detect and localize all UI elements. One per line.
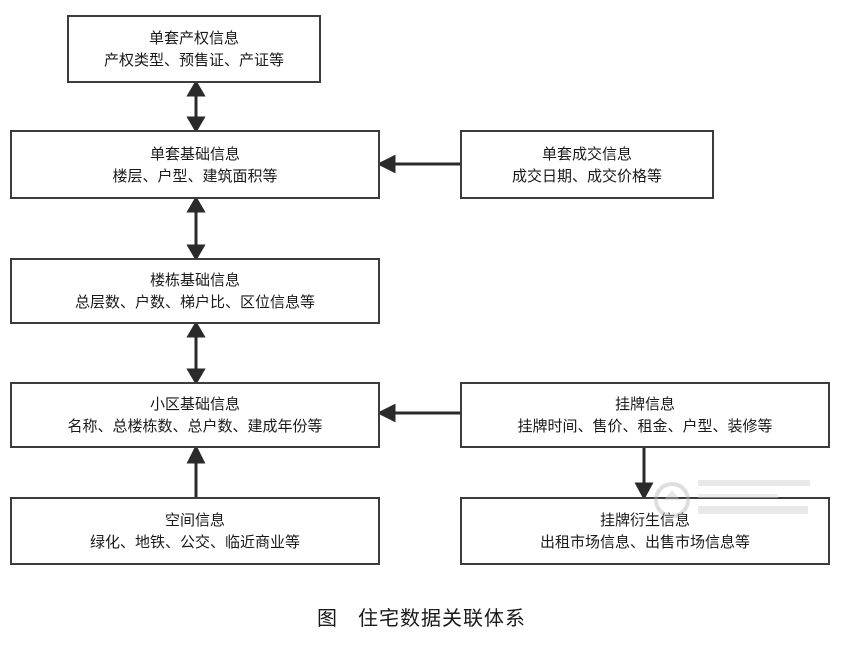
arrowhead-down [186,116,206,133]
node-title: 单套成交信息 [541,144,632,163]
node-title: 单套基础信息 [149,144,240,163]
figure-title: 住宅数据关联体系 [358,606,526,630]
arrowhead-left [376,403,396,423]
node-listing: 挂牌信息 挂牌时间、售价、租金、户型、装修等 [460,382,830,448]
node-title: 空间信息 [164,511,225,529]
node-detail: 产权类型、预售证、产证等 [103,51,284,69]
node-detail: 名称、总楼栋数、总户数、建成年份等 [67,417,323,435]
node-detail: 总层数、户数、梯户比、区位信息等 [74,293,315,311]
arrowhead-down [186,244,206,261]
node-title: 单套产权信息 [148,29,239,47]
node-spatial: 空间信息 绿化、地铁、公交、临近商业等 [10,497,380,565]
node-unit-basic: 单套基础信息 楼层、户型、建筑面积等 [10,130,380,199]
watermark-logo [654,480,810,518]
node-title: 挂牌衍生信息 [599,511,690,529]
node-community-basic: 小区基础信息 名称、总楼栋数、总户数、建成年份等 [10,382,380,448]
node-unit-deal: 单套成交信息 成交日期、成交价格等 [460,130,714,199]
arrowhead-left [376,154,396,174]
node-unit-property: 单套产权信息 产权类型、预售证、产证等 [67,15,321,83]
node-building-basic: 楼栋基础信息 总层数、户数、梯户比、区位信息等 [10,258,380,324]
node-detail: 楼层、户型、建筑面积等 [112,166,278,185]
node-detail: 挂牌时间、售价、租金、户型、装修等 [517,417,773,435]
node-detail: 出租市场信息、出售市场信息等 [539,533,750,551]
node-title: 楼栋基础信息 [149,271,240,289]
figure-label: 图 [317,606,338,630]
arrowhead-up [186,196,206,213]
arrowhead-up [186,444,206,464]
arrowhead-up [186,80,206,97]
arrowhead-down [634,482,654,501]
node-title: 挂牌信息 [614,395,675,413]
figure-caption: 图住宅数据关联体系 [0,602,843,631]
node-detail: 成交日期、成交价格等 [511,166,662,185]
node-listing-derived: 挂牌衍生信息 出租市场信息、出售市场信息等 [460,497,830,565]
arrowhead-up [186,321,206,338]
node-detail: 绿化、地铁、公交、临近商业等 [89,533,300,551]
node-title: 小区基础信息 [149,395,240,413]
arrowhead-down [186,368,206,385]
